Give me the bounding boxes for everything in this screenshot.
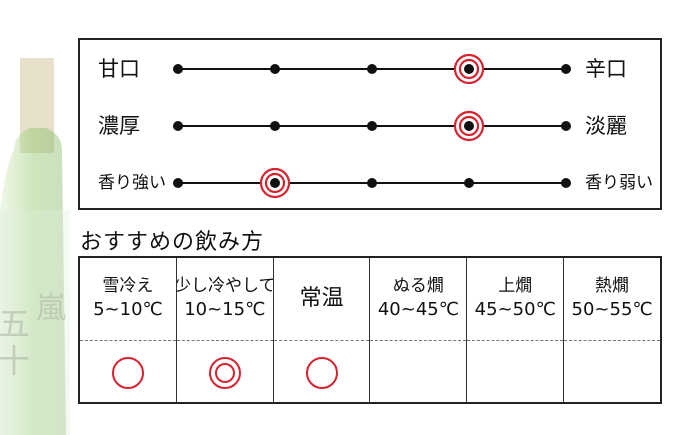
taste-row-aroma: 香り強い 香り弱い bbox=[80, 167, 660, 199]
scale-dot bbox=[367, 121, 377, 131]
scale-dot bbox=[270, 64, 280, 74]
scale-right-label: 淡麗 bbox=[585, 114, 627, 138]
scale-left-label: 甘口 bbox=[98, 57, 140, 81]
temp-name: 雪冷え bbox=[102, 276, 154, 296]
svg-text:十: 十 bbox=[0, 342, 30, 380]
taste-scale-track bbox=[173, 53, 571, 85]
temp-rating-mark bbox=[467, 341, 563, 402]
temp-column-sukoshi-hiyashite: 少し冷やして 10~15℃ bbox=[175, 258, 273, 402]
temp-range: 50~55℃ bbox=[571, 299, 653, 320]
dashed-divider bbox=[273, 340, 370, 341]
mark-outer-ring bbox=[111, 357, 144, 389]
temp-rating-mark bbox=[177, 341, 273, 402]
temp-header: ぬる燗 40~45℃ bbox=[370, 258, 466, 340]
temp-column-yukibie: 雪冷え 5~10℃ bbox=[80, 258, 176, 402]
circle-mark-icon bbox=[305, 357, 338, 389]
temp-name: ぬる燗 bbox=[392, 276, 444, 296]
temp-range: 5~10℃ bbox=[93, 299, 163, 320]
circle-mark-icon bbox=[111, 357, 144, 389]
scale-dot bbox=[367, 178, 377, 188]
taste-scale-track bbox=[173, 110, 571, 142]
scale-dot bbox=[270, 121, 280, 131]
temp-header: 熱燗 50~55℃ bbox=[564, 258, 660, 340]
scale-dot bbox=[464, 178, 474, 188]
mark-inner-ring bbox=[214, 363, 235, 383]
scale-dot bbox=[173, 64, 183, 74]
temp-column-jouon: 常温 bbox=[272, 258, 370, 402]
temp-header: 常温 bbox=[274, 258, 370, 340]
temp-rating-mark bbox=[370, 341, 466, 402]
dashed-divider bbox=[564, 340, 660, 341]
level-marker-dot bbox=[464, 64, 474, 74]
temp-range: 45~50℃ bbox=[474, 299, 556, 320]
svg-text:嵐: 嵐 bbox=[36, 291, 66, 326]
temp-header: 少し冷やして 10~15℃ bbox=[177, 258, 273, 340]
sake-bottle-icon: 五 十 嵐 bbox=[0, 58, 70, 435]
mark-outer-ring bbox=[305, 357, 338, 389]
temp-rating-mark bbox=[274, 341, 370, 402]
temp-name: 常温 bbox=[299, 286, 344, 311]
temp-header: 雪冷え 5~10℃ bbox=[80, 258, 176, 340]
mark-outer-ring bbox=[208, 357, 241, 389]
dashed-divider bbox=[467, 340, 564, 341]
scale-dot bbox=[561, 178, 571, 188]
scale-dot bbox=[561, 64, 571, 74]
bottle-label: 五 bbox=[0, 305, 30, 343]
temp-name: 熱燗 bbox=[595, 276, 630, 296]
scale-right-label: 辛口 bbox=[585, 57, 627, 81]
double-circle-mark-icon bbox=[208, 357, 241, 389]
scale-left-label: 濃厚 bbox=[98, 114, 140, 138]
taste-row-rich-light: 濃厚 淡麗 bbox=[80, 110, 660, 142]
taste-scale-track bbox=[173, 167, 571, 199]
temp-column-atsukan: 熱燗 50~55℃ bbox=[563, 258, 660, 402]
serving-section-title: おすすめの飲み方 bbox=[80, 230, 265, 255]
level-marker-dot bbox=[464, 121, 474, 131]
temp-column-joukan: 上燗 45~50℃ bbox=[466, 258, 564, 402]
level-marker-dot bbox=[270, 178, 280, 188]
scale-dot bbox=[367, 64, 377, 74]
level-marker-inner bbox=[264, 172, 286, 194]
scale-right-label: 香り弱い bbox=[585, 173, 653, 193]
dashed-divider bbox=[176, 340, 273, 341]
temp-name: 少し冷やして bbox=[175, 276, 273, 296]
temp-range: 40~45℃ bbox=[377, 299, 459, 320]
temp-column-nurukan: ぬる燗 40~45℃ bbox=[369, 258, 467, 402]
temp-rating-mark bbox=[564, 341, 660, 402]
level-marker-inner bbox=[458, 58, 480, 80]
temp-name: 上燗 bbox=[498, 276, 533, 296]
scale-dot bbox=[561, 121, 571, 131]
scale-left-label: 香り強い bbox=[98, 173, 166, 193]
serving-temperature-table: 雪冷え 5~10℃ 少し冷やして 10~15℃ 常温 ぬる燗 40~45℃ 上燗… bbox=[78, 256, 662, 404]
dashed-divider bbox=[80, 340, 176, 341]
scale-dot bbox=[173, 121, 183, 131]
temp-range: 10~15℃ bbox=[184, 299, 266, 320]
temp-rating-mark bbox=[80, 341, 176, 402]
taste-row-sweet-dry: 甘口 辛口 bbox=[80, 53, 660, 85]
level-marker-inner bbox=[458, 115, 480, 137]
taste-scale-panel: 甘口 辛口 濃厚 淡麗 香り強い 香り弱い bbox=[78, 38, 662, 210]
dashed-divider bbox=[370, 340, 467, 341]
temp-header: 上燗 45~50℃ bbox=[467, 258, 563, 340]
scale-dot bbox=[173, 178, 183, 188]
